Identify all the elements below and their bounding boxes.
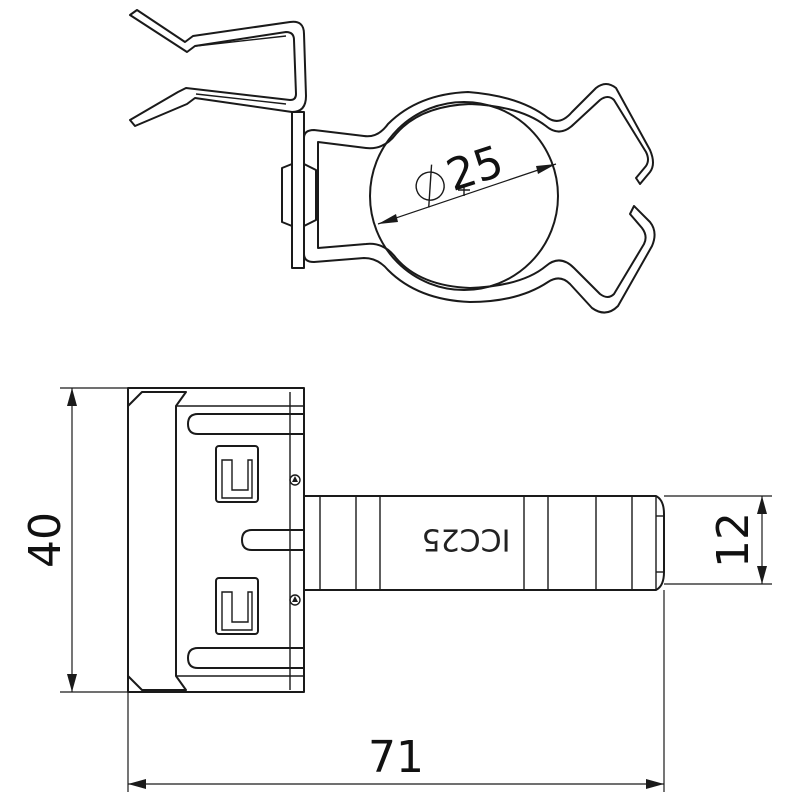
mount-plate xyxy=(291,111,305,269)
slot-middle xyxy=(241,529,305,551)
upper-spring-inner xyxy=(195,35,287,105)
part-marking: ICC25 xyxy=(422,522,511,557)
top-view: 25 xyxy=(129,9,656,314)
boss-ribs xyxy=(319,496,664,590)
width-value: 71 xyxy=(368,732,424,783)
diameter-value: 25 xyxy=(441,136,510,202)
height-value: 40 xyxy=(20,512,71,568)
center-mark xyxy=(458,184,470,196)
dimension-boss-height: 12 xyxy=(664,495,772,585)
dimension-height: 40 xyxy=(20,387,296,693)
height-arrow-top xyxy=(67,388,77,406)
height-arrow-bottom xyxy=(67,674,77,692)
side-view: ICC25 xyxy=(127,387,665,693)
diameter-arrow-right xyxy=(536,164,556,174)
slot-bottom xyxy=(187,647,305,669)
clip-outer-contour xyxy=(303,83,656,314)
slot-top xyxy=(187,413,305,435)
diameter-arrow-left xyxy=(378,214,398,224)
window-upper xyxy=(215,445,259,503)
dimension-width: 71 xyxy=(127,590,665,792)
diameter-label: 25 xyxy=(415,136,510,208)
diameter-symbol-icon xyxy=(415,171,445,201)
upper-spring-arm xyxy=(129,9,307,127)
diameter-symbol-slash xyxy=(428,164,433,208)
side-body-bevel xyxy=(127,391,187,691)
rivet-lower-icon xyxy=(289,594,301,606)
window-lower xyxy=(215,577,259,635)
mount-boss xyxy=(281,163,317,227)
rivet-upper-icon xyxy=(289,474,301,486)
boss-height-value: 12 xyxy=(708,512,759,568)
diameter-dim-line xyxy=(377,163,557,225)
pipe-circle xyxy=(369,101,559,291)
